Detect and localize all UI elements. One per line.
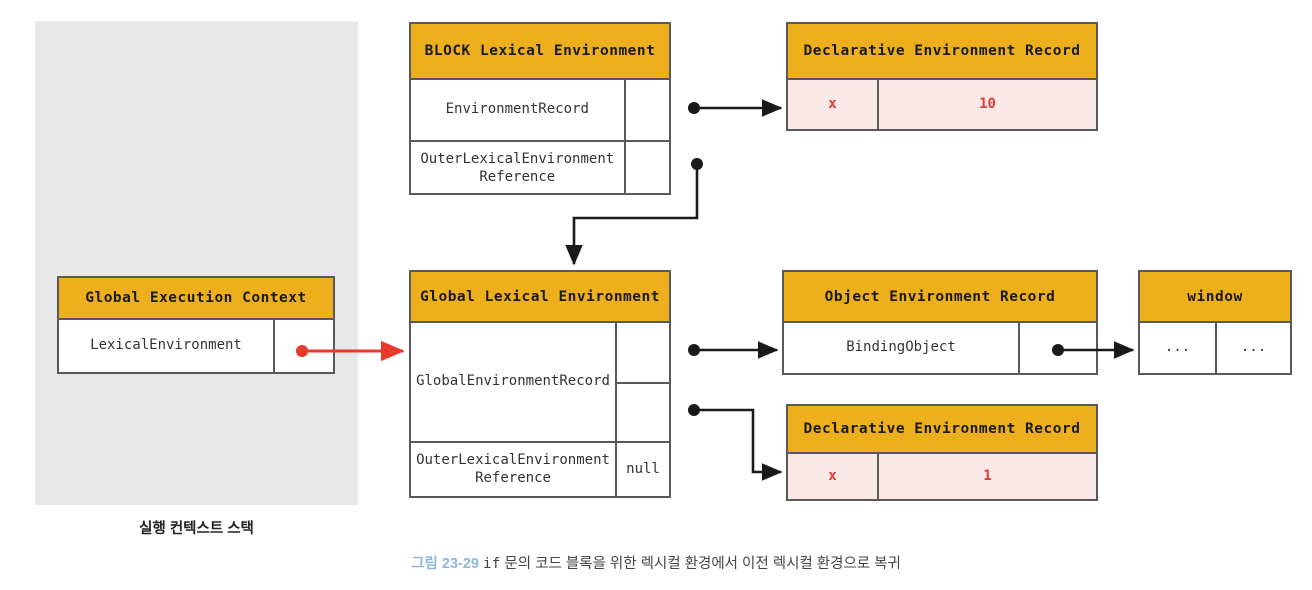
window-cell-1: ...: [1215, 323, 1290, 373]
figure-number: 그림 23-29: [411, 556, 479, 572]
global-environment-record-label: GlobalEnvironmentRecord: [416, 373, 610, 390]
block-lexical-environment-title: BLOCK Lexical Environment: [411, 24, 669, 80]
block-outer-reference-label: OuterLexicalEnvironment Reference: [420, 151, 615, 185]
execution-context-stack-backdrop: [35, 21, 358, 505]
block-outer-reference-pointer-cell: [623, 142, 670, 195]
global-environment-record-pointer-cells: [615, 323, 669, 441]
binding-object-pointer-cell: [1018, 323, 1096, 373]
arrow-block-record-to-declarative: [688, 99, 783, 117]
global-declarative-record-title: Declarative Environment Record: [788, 406, 1096, 454]
window-node: window ... ...: [1138, 270, 1292, 375]
figure-caption-text: 문의 코드 블록을 위한 렉시컬 환경에서 이전 렉시컬 환경으로 복귀: [504, 556, 901, 572]
global-lexical-environment-title: Global Lexical Environment: [411, 272, 669, 323]
object-environment-record-title: Object Environment Record: [784, 272, 1096, 323]
global-record-declarative-pointer-cell: [617, 382, 669, 441]
global-binding-value: 1: [877, 454, 1096, 499]
global-outer-reference-value: null: [615, 443, 669, 496]
window-cell-0: ...: [1164, 339, 1191, 356]
block-environment-record-pointer-cell: [623, 80, 670, 140]
binding-object-label: BindingObject: [846, 339, 956, 356]
global-lexical-environment-node: Global Lexical Environment GlobalEnviron…: [409, 270, 671, 498]
global-outer-reference-label: OuterLexicalEnvironment Reference: [416, 452, 610, 486]
figure-caption-code: if: [482, 556, 501, 572]
global-binding-name: x: [788, 454, 877, 499]
arrow-global-record-to-declarative-record: [688, 404, 783, 481]
global-execution-context-node: Global Execution Context LexicalEnvironm…: [57, 276, 335, 374]
global-declarative-environment-record-node: Declarative Environment Record x 1: [786, 404, 1098, 501]
gec-lexical-environment-pointer-cell: [273, 320, 333, 372]
block-lexical-environment-node: BLOCK Lexical Environment EnvironmentRec…: [409, 22, 671, 195]
block-declarative-environment-record-node: Declarative Environment Record x 10: [786, 22, 1098, 131]
arrow-global-record-to-object-record: [688, 341, 779, 359]
block-binding-name: x: [788, 80, 877, 129]
window-title: window: [1140, 272, 1290, 323]
execution-context-stack-label: 실행 컨텍스트 스택: [139, 521, 254, 537]
block-environment-record-label: EnvironmentRecord: [445, 101, 589, 118]
block-binding-value: 10: [877, 80, 1096, 129]
object-environment-record-node: Object Environment Record BindingObject: [782, 270, 1098, 375]
gec-lexical-environment-label: LexicalEnvironment: [90, 337, 242, 354]
block-declarative-record-title: Declarative Environment Record: [788, 24, 1096, 80]
global-execution-context-title: Global Execution Context: [59, 278, 333, 320]
global-record-object-pointer-cell: [617, 323, 669, 382]
